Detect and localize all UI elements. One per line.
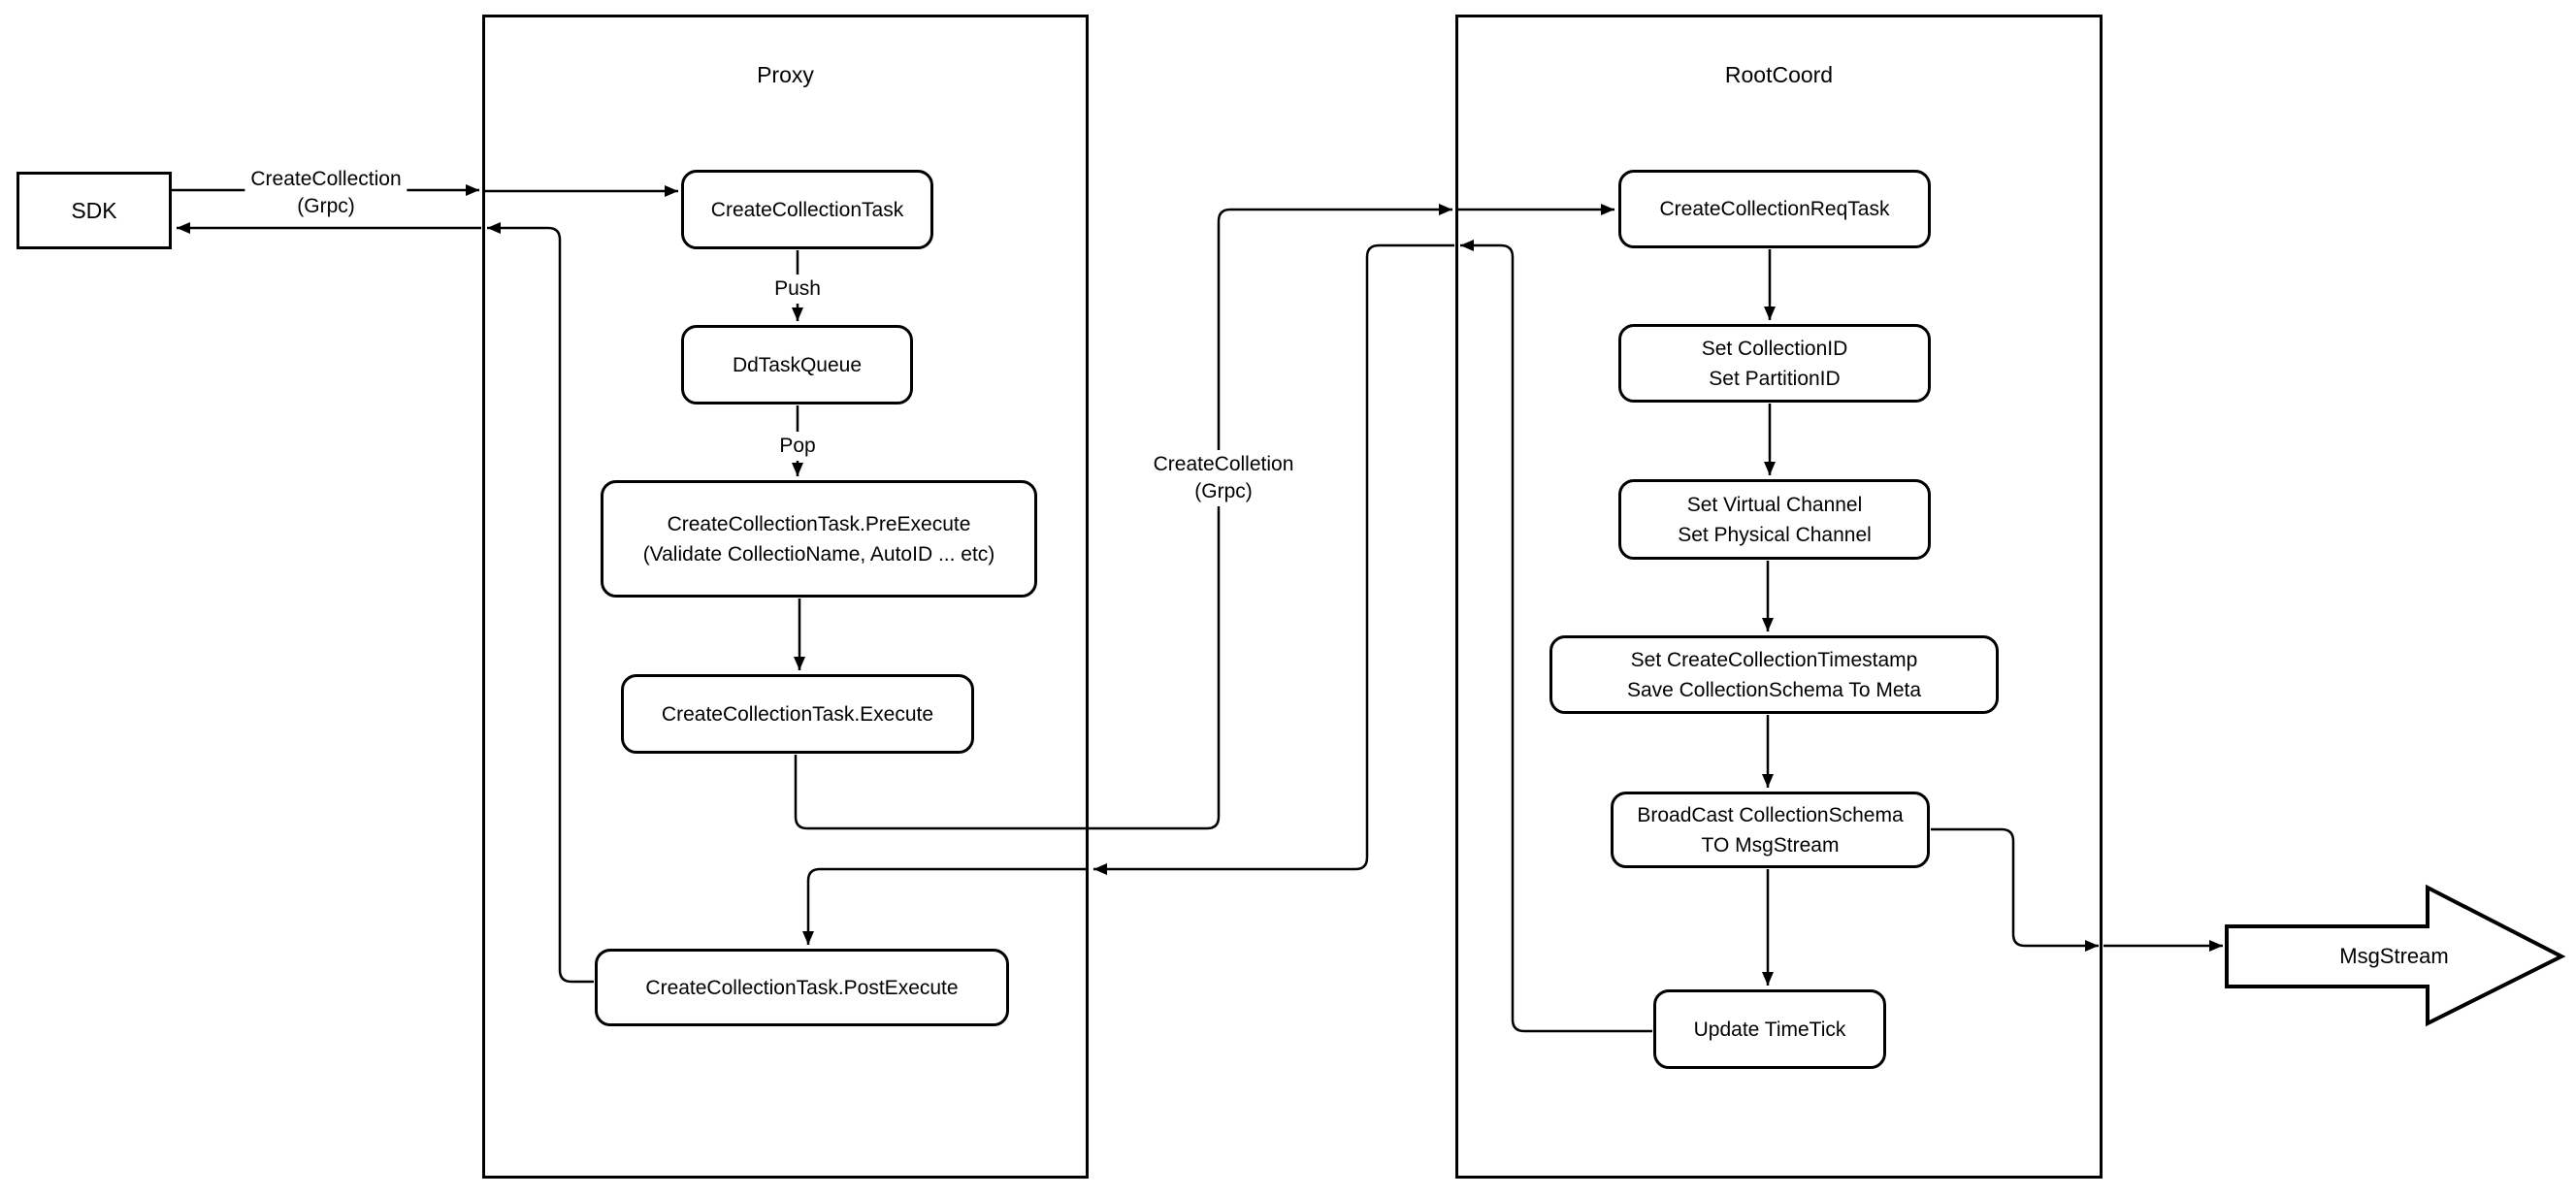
edge-label-createcollection-grpc: CreateCollection (Grpc) [245, 165, 408, 221]
node-postexecute: CreateCollectionTask.PostExecute [595, 949, 1009, 1026]
edge-label-createcolletion-grpc: CreateColletion (Grpc) [1147, 450, 1300, 506]
edge-execute-to-rootcoord [794, 204, 1452, 830]
edge-label-pop: Pop [773, 432, 822, 461]
proxy-title: Proxy [757, 62, 814, 87]
rootcoord-title: RootCoord [1724, 62, 1834, 87]
edge-postexecute-to-proxy-edge [487, 222, 594, 984]
node-preexecute: CreateCollectionTask.PreExecute (Validat… [601, 480, 1037, 598]
edge-rootcoord-to-proxy-return [1093, 243, 1454, 875]
edge-label-push: Push [768, 275, 827, 304]
edge-proxy-to-postexecute [802, 867, 1088, 945]
edge-broadcast-to-rootcoord-edge [1931, 827, 2099, 952]
node-set-timestamp-save-meta: Set CreateCollectionTimestamp Save Colle… [1549, 635, 1999, 714]
edge-updatetimetick-to-rootcoord-edge [1460, 240, 1652, 1033]
node-broadcast-collectionschema: BroadCast CollectionSchema TO MsgStream [1611, 792, 1930, 868]
msgstream-label: MsgStream [2339, 944, 2449, 968]
node-ddtaskqueue: DdTaskQueue [681, 325, 913, 404]
node-update-timetick: Update TimeTick [1653, 989, 1886, 1069]
node-createcollectiontask: CreateCollectionTask [681, 170, 933, 249]
node-set-virtual-physical-channel: Set Virtual Channel Set Physical Channel [1618, 479, 1931, 560]
sdk-node: SDK [16, 172, 172, 249]
msgstream-arrow [2225, 884, 2566, 1027]
node-execute: CreateCollectionTask.Execute [621, 674, 974, 754]
node-createcollectionreqtask: CreateCollectionReqTask [1618, 170, 1931, 248]
proxy-container [482, 15, 1089, 1179]
node-set-collectionid-partitionid: Set CollectionID Set PartitionID [1618, 324, 1931, 403]
rootcoord-container [1455, 15, 2103, 1179]
